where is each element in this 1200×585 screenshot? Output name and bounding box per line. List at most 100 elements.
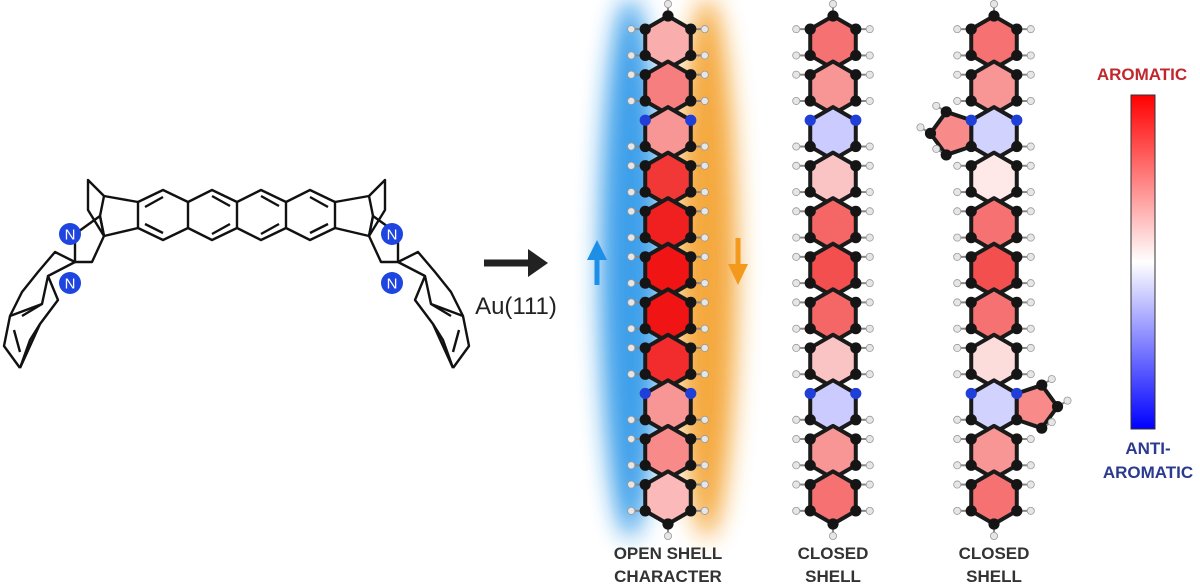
hydrogen-atom [792, 435, 801, 444]
hydrogen-atom [700, 233, 709, 242]
carbon-atom [965, 277, 977, 289]
hydrogen-atom [700, 298, 709, 307]
carbon-atom [804, 69, 816, 81]
carbon-atom [639, 459, 651, 471]
hydrogen-atom [700, 25, 709, 34]
carbon-atom [965, 414, 977, 426]
hydrogen-atom [865, 435, 874, 444]
carbon-atom [804, 186, 816, 198]
carbon-atom [1011, 232, 1023, 244]
hydrogen-atom [953, 188, 962, 197]
hydrogen-atom [792, 252, 801, 261]
carbon-atom [850, 433, 862, 445]
hydrogen-atom [664, 0, 673, 8]
hydrogen-atom [627, 252, 636, 261]
carbon-atom [639, 368, 651, 380]
hydrogen-atom [953, 233, 962, 242]
hydrogen-atom [1026, 279, 1035, 288]
hydrogen-atom [792, 70, 801, 79]
carbon-atom [1011, 478, 1023, 491]
carbon-atom [1011, 459, 1023, 471]
carbon-atom [639, 342, 651, 354]
precursor-double-bond [309, 195, 329, 209]
carbon-atom [1011, 323, 1023, 335]
hydrogen-atom [932, 144, 941, 153]
carbon-atom [804, 433, 816, 445]
nitrogen-atom [639, 387, 651, 400]
nitrogen-label: N [387, 227, 398, 244]
carbon-atom [804, 277, 816, 289]
carbon-atom [965, 459, 977, 471]
carbon-atom [662, 10, 674, 22]
hydrogen-atom [627, 233, 636, 242]
hydrogen-atom [932, 101, 941, 110]
carbon-atom [965, 433, 977, 445]
hydrogen-atom [700, 435, 709, 444]
carbon-atom [850, 69, 862, 81]
hydrogen-atom [792, 207, 801, 216]
precursor-left-arm-inner [18, 275, 60, 369]
hydrogen-atom [792, 461, 801, 470]
carbon-atom [685, 23, 697, 35]
carbon-atom [965, 232, 977, 244]
precursor-double-bond [144, 222, 164, 235]
carbon-atom [850, 478, 862, 491]
hydrogen-atom [1047, 418, 1056, 427]
molecule-closed-shell-1 [792, 0, 874, 541]
carbon-atom [1051, 401, 1064, 413]
hydrogen-atom [1026, 324, 1035, 333]
carbon-atom [965, 296, 977, 308]
precursor-core-ring-1 [187, 188, 239, 242]
hydrogen-atom [627, 51, 636, 60]
ring-closed-shell-2-10 [969, 469, 1019, 526]
carbon-atom [639, 23, 651, 35]
carbon-atom [924, 127, 937, 139]
colorbar [1130, 94, 1156, 430]
carbon-atom [965, 23, 977, 35]
ring-open-shell-10 [643, 469, 693, 526]
carbon-atom [965, 205, 977, 217]
carbon-atom [804, 414, 816, 426]
carbon-atom [965, 69, 977, 81]
colorbar-top-label: AROMATIC [1097, 65, 1187, 84]
hydrogen-atom [700, 370, 709, 379]
hydrogen-atom [953, 324, 962, 333]
hydrogen-atom [792, 161, 801, 170]
carbon-atom [639, 69, 651, 81]
precursor-right-arm-outer [397, 250, 471, 369]
hydrogen-atom [700, 142, 709, 151]
hydrogen-atom [953, 70, 962, 79]
hydrogen-atom [953, 480, 962, 489]
hydrogen-atom [953, 96, 962, 105]
carbon-atom [988, 518, 1000, 530]
carbon-atom [850, 459, 862, 471]
hydrogen-atom [1026, 188, 1035, 197]
hydrogen-atom [865, 343, 874, 352]
carbon-atom [850, 232, 862, 244]
carbon-atom [685, 49, 697, 62]
carbon-atom [685, 505, 697, 517]
hydrogen-atom [700, 324, 709, 333]
hydrogen-atom [792, 25, 801, 34]
hydrogen-atom [1026, 435, 1035, 444]
hydrogen-atom [792, 298, 801, 307]
carbon-atom [1011, 160, 1023, 172]
hydrogen-atom [953, 461, 962, 470]
carbon-atom [850, 368, 862, 380]
carbon-atom [685, 69, 697, 81]
carbon-atom [850, 296, 862, 308]
carbon-atom [639, 160, 651, 172]
carbon-atom [804, 505, 816, 517]
hydrogen-atom [953, 435, 962, 444]
hydrogen-atom [627, 279, 636, 288]
hydrogen-atom [953, 207, 962, 216]
carbon-atom [850, 49, 862, 62]
carbon-atom [965, 95, 977, 107]
hydrogen-atom [627, 25, 636, 34]
hydrogen-atom [1026, 233, 1035, 242]
hydrogen-atom [627, 506, 636, 515]
precursor-right-arm-inner [413, 275, 455, 369]
carbon-atom [965, 251, 977, 263]
precursor-right-arm-1 [367, 215, 398, 264]
